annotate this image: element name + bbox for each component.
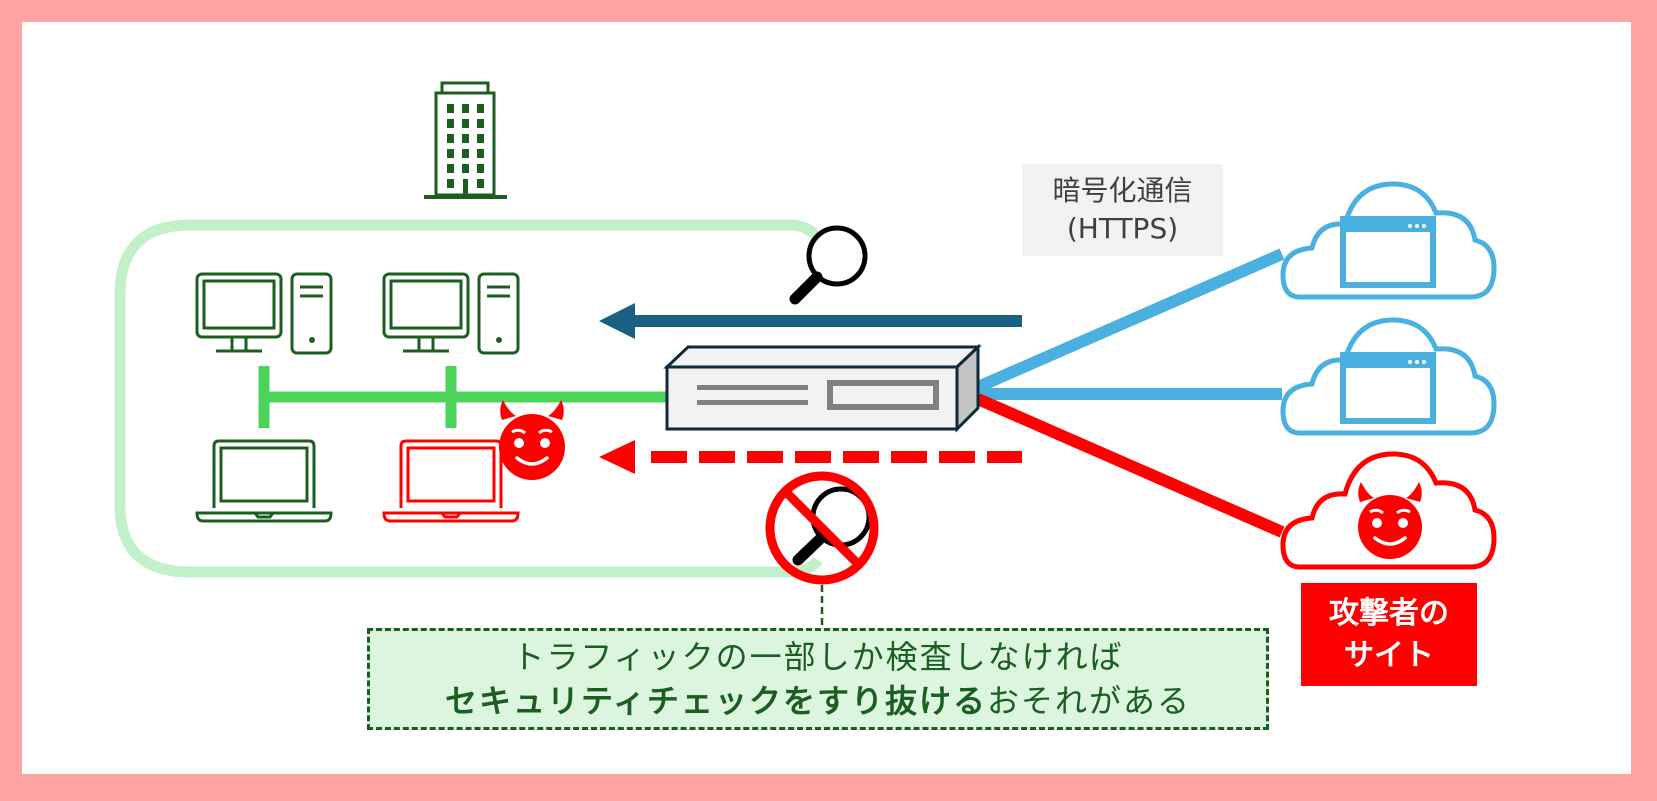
security-appliance-icon — [663, 343, 982, 433]
uninspected-traffic-arrow — [599, 440, 1022, 474]
attacker-site-label: 攻撃者の サイト — [1301, 583, 1477, 686]
callout-line2-emphasis: セキュリティチェックをすり抜ける — [444, 682, 988, 720]
magnifier-icon — [789, 225, 868, 305]
devil-face-icon — [499, 400, 565, 480]
compromised-laptop-icon — [382, 439, 520, 523]
https-label: 暗号化通信 (HTTPS) — [1022, 164, 1223, 256]
desktop-computer-icon — [195, 272, 333, 355]
https-label-line2: (HTTPS) — [1066, 212, 1179, 245]
callout-line2-rest: おそれがある — [987, 682, 1192, 720]
inspected-traffic-arrow — [599, 303, 1022, 339]
laptop-icon — [195, 439, 333, 523]
desktop-computer-icon — [382, 272, 520, 355]
external-links — [975, 248, 1285, 538]
callout-line2: セキュリティチェックをすり抜けるおそれがある — [370, 679, 1266, 723]
cloud-web-icon — [1280, 181, 1497, 300]
lan-bus — [258, 366, 668, 428]
building-icon — [424, 81, 507, 199]
https-label-line1: 暗号化通信 — [1052, 174, 1193, 207]
cloud-devil-icon — [1280, 451, 1497, 570]
attacker-label-line1: 攻撃者の — [1329, 595, 1449, 631]
attacker-label-line2: サイト — [1344, 637, 1434, 673]
callout-line1: トラフィックの一部しか検査しなければ — [512, 638, 1124, 676]
warning-callout: トラフィックの一部しか検査しなければ セキュリティチェックをすり抜けるおそれがあ… — [367, 628, 1269, 730]
no-magnifier-icon — [765, 471, 879, 585]
cloud-web-icon — [1280, 317, 1497, 436]
lan-zone-outline-top-end — [789, 219, 823, 242]
